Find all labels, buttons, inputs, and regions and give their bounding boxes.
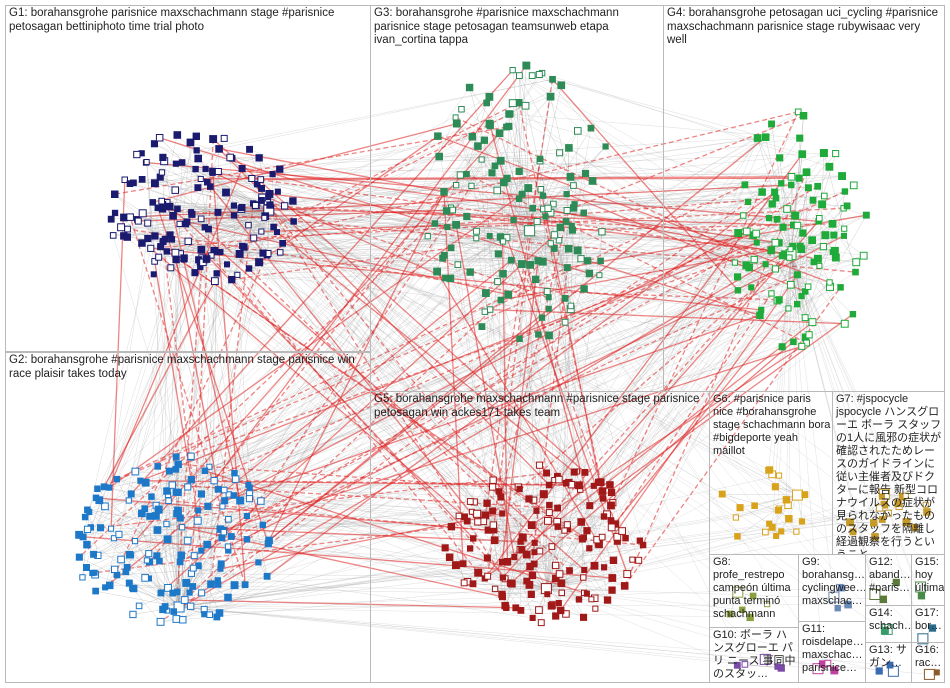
group-panel-g10: G10: ボーラ ハンスグローエ パリ ニース 事同中のスタッ… [709,627,799,683]
group-label-g7: G7: #jspocycle jspocycle ハンスグローエ ボーラ スタッ… [836,393,942,555]
group-label-g8: G8: profe_restrepo campeón última punta … [713,556,797,621]
group-panel-g7: G7: #jspocycle jspocycle ハンスグローエ ボーラ スタッ… [832,391,945,555]
group-label-g14: G14: schach… [869,607,912,633]
group-panel-g14: G14: schach… [865,605,912,643]
group-panel-g1: G1: borahansgrohe parisnice maxschachman… [5,5,371,352]
group-panel-g11: G11: roisdelape… maxschac… parisnice… [798,621,866,683]
group-panel-g17: G17: bor… [911,605,945,643]
group-panel-g12: G12: aband… #paris… [865,554,912,606]
group-label-g3: G3: borahansgrohe #parisnice maxschachma… [374,7,659,48]
group-label-g2: G2: borahansgrohe #parisnice maxschachma… [9,354,364,381]
group-label-g11: G11: roisdelape… maxschac… parisnice… [802,623,864,675]
group-label-g1: G1: borahansgrohe parisnice maxschachman… [9,7,359,34]
group-label-g5: G5: borahansgrohe maxschachmann #parisni… [374,393,704,420]
group-panel-g8: G8: profe_restrepo campeón última punta … [709,554,799,628]
group-panel-g5: G5: borahansgrohe maxschachmann #parisni… [370,391,710,683]
group-label-g13: G13: サ ガン… [869,644,912,670]
group-panel-g13: G13: サ ガン… [865,642,912,683]
group-label-g6: G6: #parisnice paris nice #borahansgrohe… [713,393,831,458]
group-panel-g4: G4: borahansgrohe petosagan uci_cycling … [663,5,945,392]
group-panel-g2: G2: borahansgrohe #parisnice maxschachma… [5,352,371,683]
group-panel-g3: G3: borahansgrohe #parisnice maxschachma… [370,5,664,392]
group-label-g12: G12: aband… #paris… [869,556,912,595]
group-label-g17: G17: bor… [915,607,945,633]
group-panel-g15: G15: hoy última… [911,554,945,606]
group-label-g9: G9: borahansg… cyclingwee… maxschac… [802,556,864,608]
group-panel-g9: G9: borahansg… cyclingwee… maxschac… [798,554,866,622]
group-panel-g6: G6: #parisnice paris nice #borahansgrohe… [709,391,833,555]
group-label-g4: G4: borahansgrohe petosagan uci_cycling … [667,7,939,48]
group-panel-g16: G16: rac… [911,642,945,683]
group-label-g15: G15: hoy última… [915,556,945,595]
group-label-g16: G16: rac… [915,644,945,670]
group-label-g10: G10: ボーラ ハンスグローエ パリ ニース 事同中のスタッ… [713,629,797,681]
